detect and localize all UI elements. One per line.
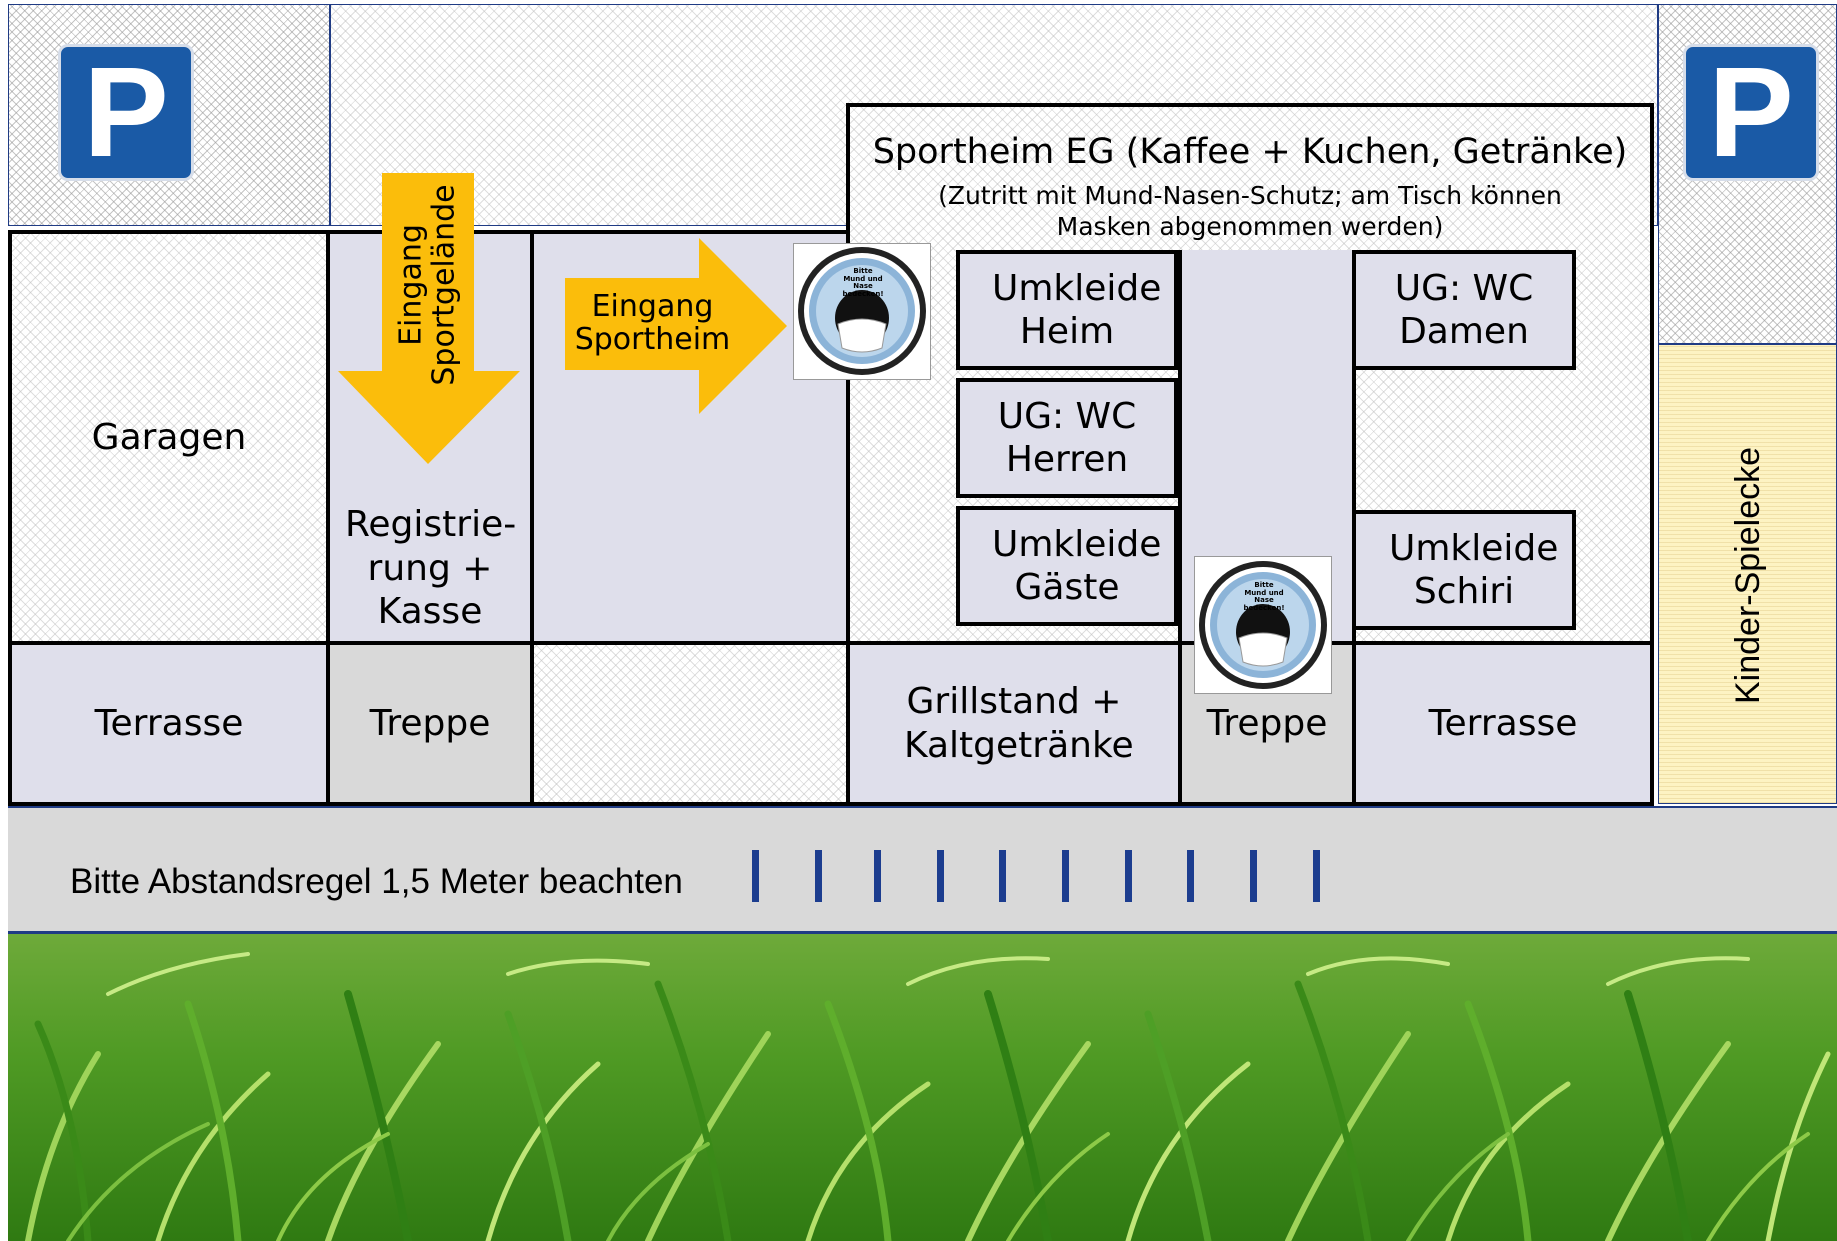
sportheim-title: Sportheim EG (Kaffee + Kuchen, Getränke) [872, 132, 1628, 172]
mask-icon [1199, 561, 1327, 689]
parking-sign-left: P [58, 41, 194, 184]
terrasse-right: Terrasse [1352, 641, 1654, 806]
distance-marker [752, 850, 759, 902]
arrow-sportheim-label: Eingang Sportheim [574, 289, 731, 357]
distance-marker [937, 850, 944, 902]
mask-sign-1-text: Bitte Mund und Nase bedecken! [842, 267, 884, 299]
distance-marker [1187, 850, 1194, 902]
registrierung-label: Registrie-rung + Kasse [345, 504, 517, 632]
umkleide-heim-label: Umkleide Heim [992, 267, 1162, 352]
treppe-left-label: Treppe [369, 702, 491, 744]
distance-marker [1062, 850, 1069, 902]
treppe-right-label: Treppe [1206, 702, 1328, 744]
grass-texture [25, 952, 1831, 1241]
umkleide-schiri: Umkleide Schiri [1352, 510, 1576, 630]
kinder-label: Kinder-Spielecke [1729, 446, 1767, 704]
grass-field [8, 934, 1837, 1241]
mask-sign-2: Bitte Mund und Nase bedecken! [1194, 556, 1332, 694]
grillstand: Grillstand + Kaltgetränke [846, 641, 1182, 806]
kinder-area: Kinder-Spielecke [1658, 344, 1837, 804]
parking-sign-right: P [1683, 41, 1819, 184]
treppe-left: Treppe [326, 641, 534, 806]
arrow-right-icon [565, 238, 787, 414]
parking-letter-right: P [1708, 41, 1794, 184]
parking-letter-left: P [83, 41, 169, 184]
wc-damen-label: UG: WC Damen [1394, 267, 1534, 352]
open-area [530, 641, 850, 806]
terrasse-right-label: Terrasse [1428, 702, 1578, 744]
distance-marker [1250, 850, 1257, 902]
wc-herren-label: UG: WC Herren [997, 395, 1137, 480]
arrow-down-icon [338, 173, 520, 464]
arrow-sportgelaende-label: Eingang Sportgelände [394, 184, 463, 386]
mask-icon [798, 247, 926, 375]
sportheim-note: (Zutritt mit Mund-Nasen-Schutz; am Tisch… [938, 181, 1562, 242]
mask-sign-1: Bitte Mund und Nase bedecken! [793, 243, 931, 380]
distance-marker [1313, 850, 1320, 902]
umkleide-schiri-label: Umkleide Schiri [1389, 527, 1559, 612]
terrasse-left-label: Terrasse [94, 702, 244, 744]
garagen-area: Garagen [8, 230, 330, 645]
terrasse-left: Terrasse [8, 641, 330, 806]
wc-damen: UG: WC Damen [1352, 250, 1576, 370]
distance-marker [874, 850, 881, 902]
umkleide-gaeste-label: Umkleide Gäste [992, 523, 1162, 608]
distance-marker [999, 850, 1006, 902]
umkleide-gaeste: Umkleide Gäste [956, 506, 1178, 626]
garagen-label: Garagen [91, 416, 247, 458]
umkleide-heim: Umkleide Heim [956, 250, 1178, 370]
grillstand-label: Grillstand + Kaltgetränke [904, 681, 1134, 766]
mask-sign-2-text: Bitte Mund und Nase bedecken! [1243, 581, 1285, 613]
distance-marker [815, 850, 822, 902]
distance-notice: Bitte Abstandsregel 1,5 Meter beachten [70, 862, 683, 901]
wc-herren: UG: WC Herren [956, 378, 1178, 498]
distance-marker [1125, 850, 1132, 902]
distance-band [8, 806, 1837, 934]
